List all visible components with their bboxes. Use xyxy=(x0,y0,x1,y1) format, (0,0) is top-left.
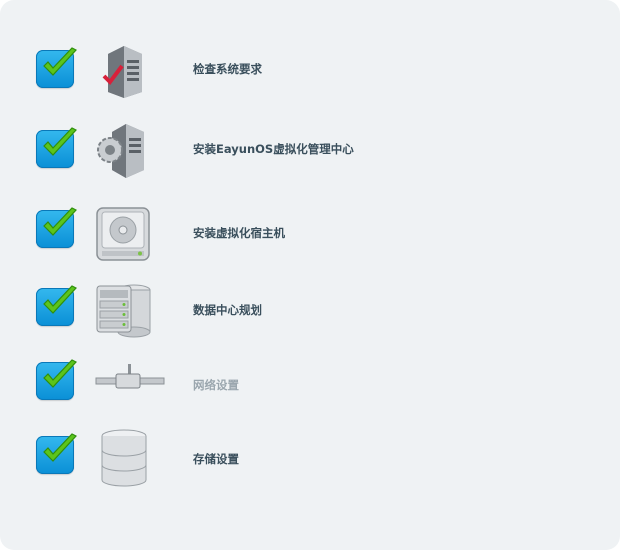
server-gear-icon xyxy=(94,118,154,178)
step-install-manager: 安装EayunOS虚拟化管理中心 xyxy=(0,118,620,178)
checkbox-checked-icon xyxy=(36,285,77,326)
step-install-host: 安装虚拟化宿主机 xyxy=(0,200,620,261)
datacenter-icon xyxy=(94,282,154,342)
checkbox-checked-icon xyxy=(36,127,77,168)
hard-drive-icon xyxy=(94,204,154,264)
server-check-icon xyxy=(94,38,154,98)
step-label: 存储设置 xyxy=(193,452,239,466)
step-label: 检查系统要求 xyxy=(193,62,262,76)
step-datacenter-planning: 数据中心规划 xyxy=(0,278,620,338)
step-network-settings: 网络设置 xyxy=(0,352,620,412)
network-pipe-icon xyxy=(94,356,166,416)
checkbox-checked-icon xyxy=(36,207,77,248)
step-label: 网络设置 xyxy=(193,378,239,392)
step-label: 安装EayunOS虚拟化管理中心 xyxy=(193,142,354,156)
step-label: 安装虚拟化宿主机 xyxy=(193,226,285,240)
storage-database-icon xyxy=(94,428,154,488)
checkbox-checked-icon xyxy=(36,359,77,400)
step-label: 数据中心规划 xyxy=(193,303,262,317)
checkbox-checked-icon xyxy=(36,47,77,88)
checkbox-checked-icon xyxy=(36,433,77,474)
step-storage-settings: 存储设置 xyxy=(0,428,620,488)
step-check-requirements: 检查系统要求 xyxy=(0,38,620,98)
